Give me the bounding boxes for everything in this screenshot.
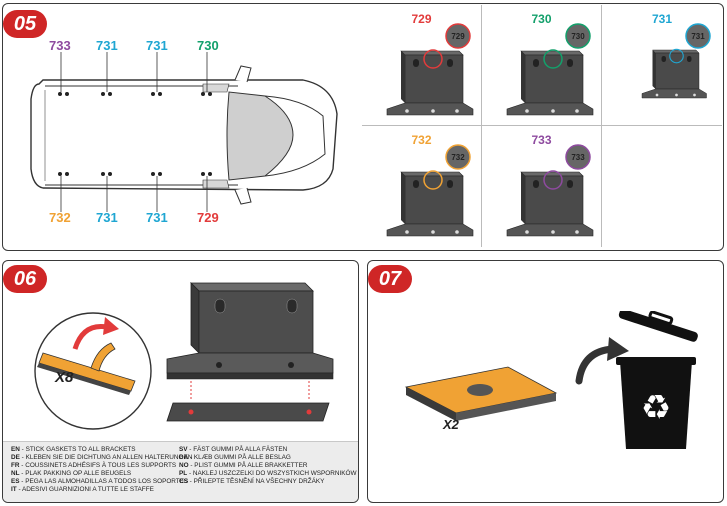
bracket-code-label: 730 xyxy=(531,12,552,26)
language-code: SV xyxy=(179,446,188,453)
language-code: NL xyxy=(11,470,20,478)
instruction-line: DE - KLEBEN SIE DIE DICHTUNG AN ALLEN HA… xyxy=(11,454,192,462)
step-05-panel: 05 xyxy=(2,3,724,251)
van-label-bottom-4: 729 xyxy=(197,210,219,225)
backing-paper-illustration xyxy=(404,366,558,421)
bracket-cell: 730 730 xyxy=(482,5,602,126)
gasket-peel-illustration xyxy=(34,312,152,430)
instruction-line: CS - PŘILEPTE TĚSNĚNÍ NA VŠECHNY DRŽÁKY xyxy=(179,478,357,486)
bracket-cell xyxy=(602,126,722,247)
language-code: NO xyxy=(179,462,189,470)
language-code: DE xyxy=(11,454,20,462)
bracket-code-label: 732 xyxy=(411,133,432,147)
instruction-line: EN - STICK GASKETS TO ALL BRACKETS xyxy=(11,446,192,454)
instruction-text: - PEGA LAS ALMOHADILLAS A TODOS LOS SOPO… xyxy=(19,478,189,486)
instruction-line: SV - FÄST GUMMI PÅ ALLA FÄSTEN xyxy=(179,446,357,454)
recycle-icon: ♻ xyxy=(641,388,671,428)
svg-text:730: 730 xyxy=(571,32,585,41)
bracket-cell: 729 729 xyxy=(362,5,482,126)
bracket-icon: 732 xyxy=(386,144,474,237)
bracket-with-gasket-illustration xyxy=(166,282,334,422)
van-label-top-2: 731 xyxy=(96,38,118,53)
step-badge-05: 05 xyxy=(3,10,47,38)
instruction-text: - NAKLEJ USZCZELKI DO WSZYSTKICH WSPORNI… xyxy=(187,470,357,478)
language-code: IT xyxy=(11,486,17,494)
instruction-line: IT - ADESIVI GUARNIZIONI A TUTTE LE STAF… xyxy=(11,486,192,494)
instruction-text: - PLIST GUMMI PÅ ALLE BRAKKETTER xyxy=(188,462,308,470)
svg-text:732: 732 xyxy=(451,153,465,162)
language-code: EN xyxy=(11,446,20,453)
svg-text:731: 731 xyxy=(691,32,705,41)
language-code: ES xyxy=(11,478,20,486)
step-06-panel: 06 X8 EN - STICK GASKETS xyxy=(2,260,359,503)
bracket-icon: 729 xyxy=(386,23,474,116)
instruction-text: - PŘILEPTE TĚSNĚNÍ NA VŠECHNY DRŽÁKY xyxy=(187,478,325,486)
instruction-text: - PLAK PAKKING OP ALLE BEUGELS xyxy=(19,470,132,478)
curved-arrow-icon xyxy=(575,337,629,385)
step-07-panel: 07 X2 ♻ xyxy=(367,260,724,503)
bracket-icon: 730 xyxy=(506,23,594,116)
language-code: DA xyxy=(179,454,189,462)
gasket-count: X8 xyxy=(55,369,74,386)
bracket-cell: 731 731 xyxy=(602,5,722,126)
bracket-code-label: 733 xyxy=(531,133,552,147)
instruction-line: ES - PEGA LAS ALMOHADILLAS A TODOS LOS S… xyxy=(11,478,192,486)
step-badge-06: 06 xyxy=(3,265,47,293)
bracket-icon: 731 xyxy=(641,23,711,99)
bracket-code-label: 731 xyxy=(651,12,673,26)
van-top-view xyxy=(30,52,338,212)
van-label-bottom-3: 731 xyxy=(146,210,168,225)
bracket-icon: 733 xyxy=(506,144,594,237)
instruction-line: NL - PLAK PAKKING OP ALLE BEUGELS xyxy=(11,470,192,478)
instruction-text: - FÄST GUMMI PÅ ALLA FÄSTEN xyxy=(187,446,288,453)
instruction-line: FR - COUSSINETS ADHÉSIFS À TOUS LES SUPP… xyxy=(11,462,192,470)
language-code: FR xyxy=(11,462,20,470)
bracket-cell: 733 733 xyxy=(482,126,602,247)
van-label-top-3: 731 xyxy=(146,38,168,53)
bracket-code-label: 729 xyxy=(411,12,432,26)
instruction-text: - ADESIVI GUARNIZIONI A TUTTE LE STAFFE xyxy=(16,486,154,494)
instruction-line: PL - NAKLEJ USZCZELKI DO WSZYSTKICH WSPO… xyxy=(179,470,357,478)
van-label-bottom-1: 732 xyxy=(49,210,71,225)
language-code: PL xyxy=(179,470,188,478)
instruction-text: - KLEBEN SIE DIE DICHTUNG AN ALLEN HALTE… xyxy=(19,454,193,462)
trash-bin-icon: ♻ xyxy=(616,311,698,449)
van-label-top-4: 730 xyxy=(197,38,219,53)
instruction-text: - COUSSINETS ADHÉSIFS À TOUS LES SUPPORT… xyxy=(19,462,177,470)
language-code: CS xyxy=(179,478,188,486)
bracket-cell: 732 732 xyxy=(362,126,482,247)
instruction-text: - STICK GASKETS TO ALL BRACKETS xyxy=(19,446,136,453)
instruction-line: NO - PLIST GUMMI PÅ ALLE BRAKKETTER xyxy=(179,462,357,470)
instruction-line: DA - KLÆB GUMMI PÅ ALLE BESLAG xyxy=(179,454,357,462)
svg-text:733: 733 xyxy=(571,153,585,162)
van-label-top-1: 733 xyxy=(49,38,71,53)
bracket-grid: 729 729 730 730 731 731 732 732 733 733 xyxy=(362,5,722,248)
van-label-bottom-2: 731 xyxy=(96,210,118,225)
svg-text:729: 729 xyxy=(451,32,465,41)
step-badge-07: 07 xyxy=(368,265,412,293)
instruction-text: - KLÆB GUMMI PÅ ALLE BESLAG xyxy=(188,454,291,462)
pad-count: X2 xyxy=(443,417,459,432)
